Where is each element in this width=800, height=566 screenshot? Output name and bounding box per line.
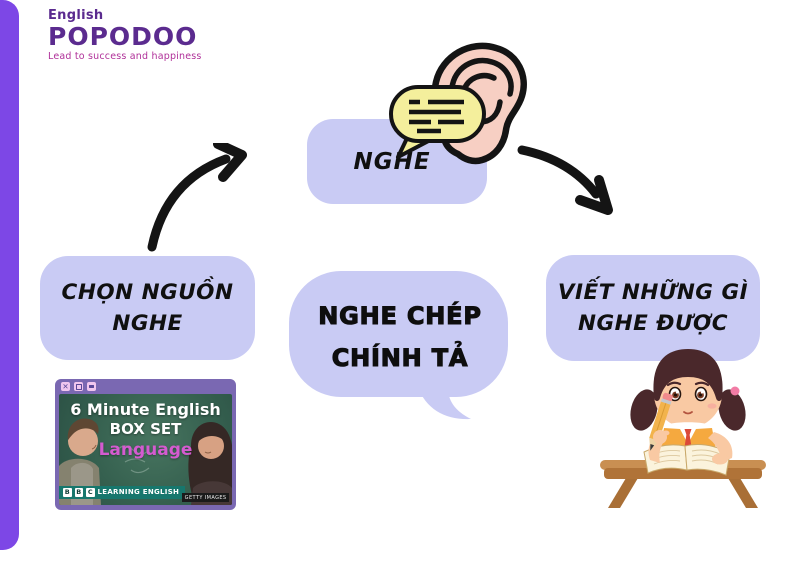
center-speech-bubble [289,271,508,420]
curved-arrow-down-right-icon [517,145,613,215]
close-icon[interactable] [61,382,70,391]
video-title-line1: 6 Minute English [70,400,221,419]
brand-logo: English POPODOO Lead to success and happ… [48,9,202,62]
step-box-choose-source-line2: NGHE [112,311,183,336]
girl-writing-illustration [600,349,766,508]
maximize-icon[interactable] [74,382,83,391]
bbc-block-letter: B [74,488,83,497]
bbc-learning-english-badge: B B C LEARNING ENGLISH [59,485,186,499]
curved-arrow-up-right-icon [147,143,247,252]
brand-tagline: Lead to success and happiness [48,50,202,62]
brand-name-small: English [48,8,104,23]
center-topic-line2: CHÍNH TẢ [331,343,469,372]
center-topic-title: NGHE CHÉP CHÍNH TẢ [287,295,513,379]
step-box-listen-label: NGHE [353,148,431,175]
bbc-block-letter: C [86,488,95,497]
bbc-block-letter: B [63,488,72,497]
center-topic-line1: NGHE CHÉP [318,301,482,330]
speech-bubble-icon [389,85,486,159]
bbc-brand-text: LEARNING ENGLISH [97,488,180,497]
step-box-choose-source: CHỌN NGUỒN NGHE [40,256,255,360]
brand-name: POPODOO [48,21,198,51]
step-box-choose-source-line1: CHỌN NGUỒN [61,280,234,305]
minimize-icon[interactable] [87,382,96,391]
video-title-line3: Language [98,440,193,460]
video-title-line2: BOX SET [109,420,182,438]
window-titlebar [55,379,236,394]
step-box-write-down-line1: VIẾT NHỮNG GÌ [557,280,749,305]
step-box-write-down-line2: NGHE ĐƯỢC [578,311,728,336]
left-accent-bar [0,0,19,550]
step-box-write-down: VIẾT NHỮNG GÌ NGHE ĐƯỢC [546,255,760,361]
video-thumbnail-content: 6 Minute English BOX SET Language B B C … [59,394,232,505]
image-credit: GETTY IMAGES [182,493,229,502]
video-thumbnail-window[interactable]: 6 Minute English BOX SET Language B B C … [55,379,236,510]
video-title: 6 Minute English BOX SET Language [59,400,232,461]
